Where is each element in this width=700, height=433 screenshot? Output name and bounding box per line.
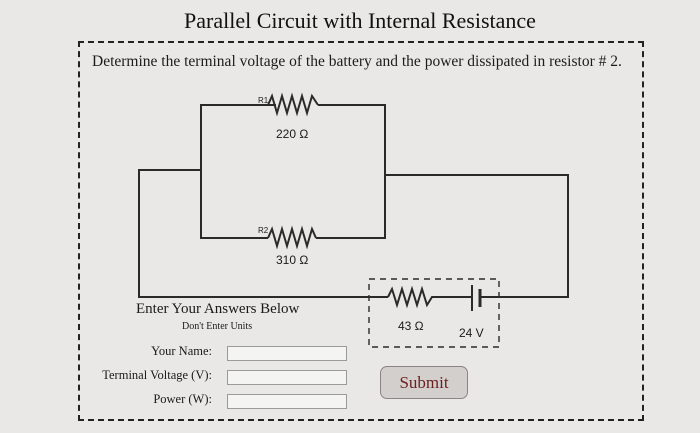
parallel-wire-top [200,104,276,239]
r1-value: 220 Ω [276,127,308,141]
power-label: Power (W): [153,392,212,406]
r2-value: 310 Ω [276,253,308,267]
terminal-voltage-label: Terminal Voltage (V): [102,368,212,382]
name-input[interactable] [227,346,347,361]
outer-wire-right [385,174,569,298]
name-label: Your Name: [151,344,212,358]
question-text: Determine the terminal voltage of the ba… [92,53,622,70]
r1-label: R1 [258,96,269,105]
submit-button[interactable]: Submit [380,366,468,399]
power-input[interactable] [227,394,347,409]
internal-resistance-value: 43 Ω [398,319,424,333]
internal-resistor [387,285,462,309]
r2-label: R2 [258,226,269,235]
outer-wire-left [138,169,388,298]
question-frame [78,41,644,421]
answers-heading: Enter Your Answers Below [136,301,300,317]
parallel-wire-right [316,104,386,239]
page-title: Parallel Circuit with Internal Resistanc… [184,8,536,33]
terminal-voltage-input[interactable] [227,370,347,385]
r2-resistor [267,225,317,250]
battery-voltage-value: 24 V [459,326,484,340]
r1-resistor [267,92,319,117]
answers-note: Don't Enter Units [182,321,253,332]
